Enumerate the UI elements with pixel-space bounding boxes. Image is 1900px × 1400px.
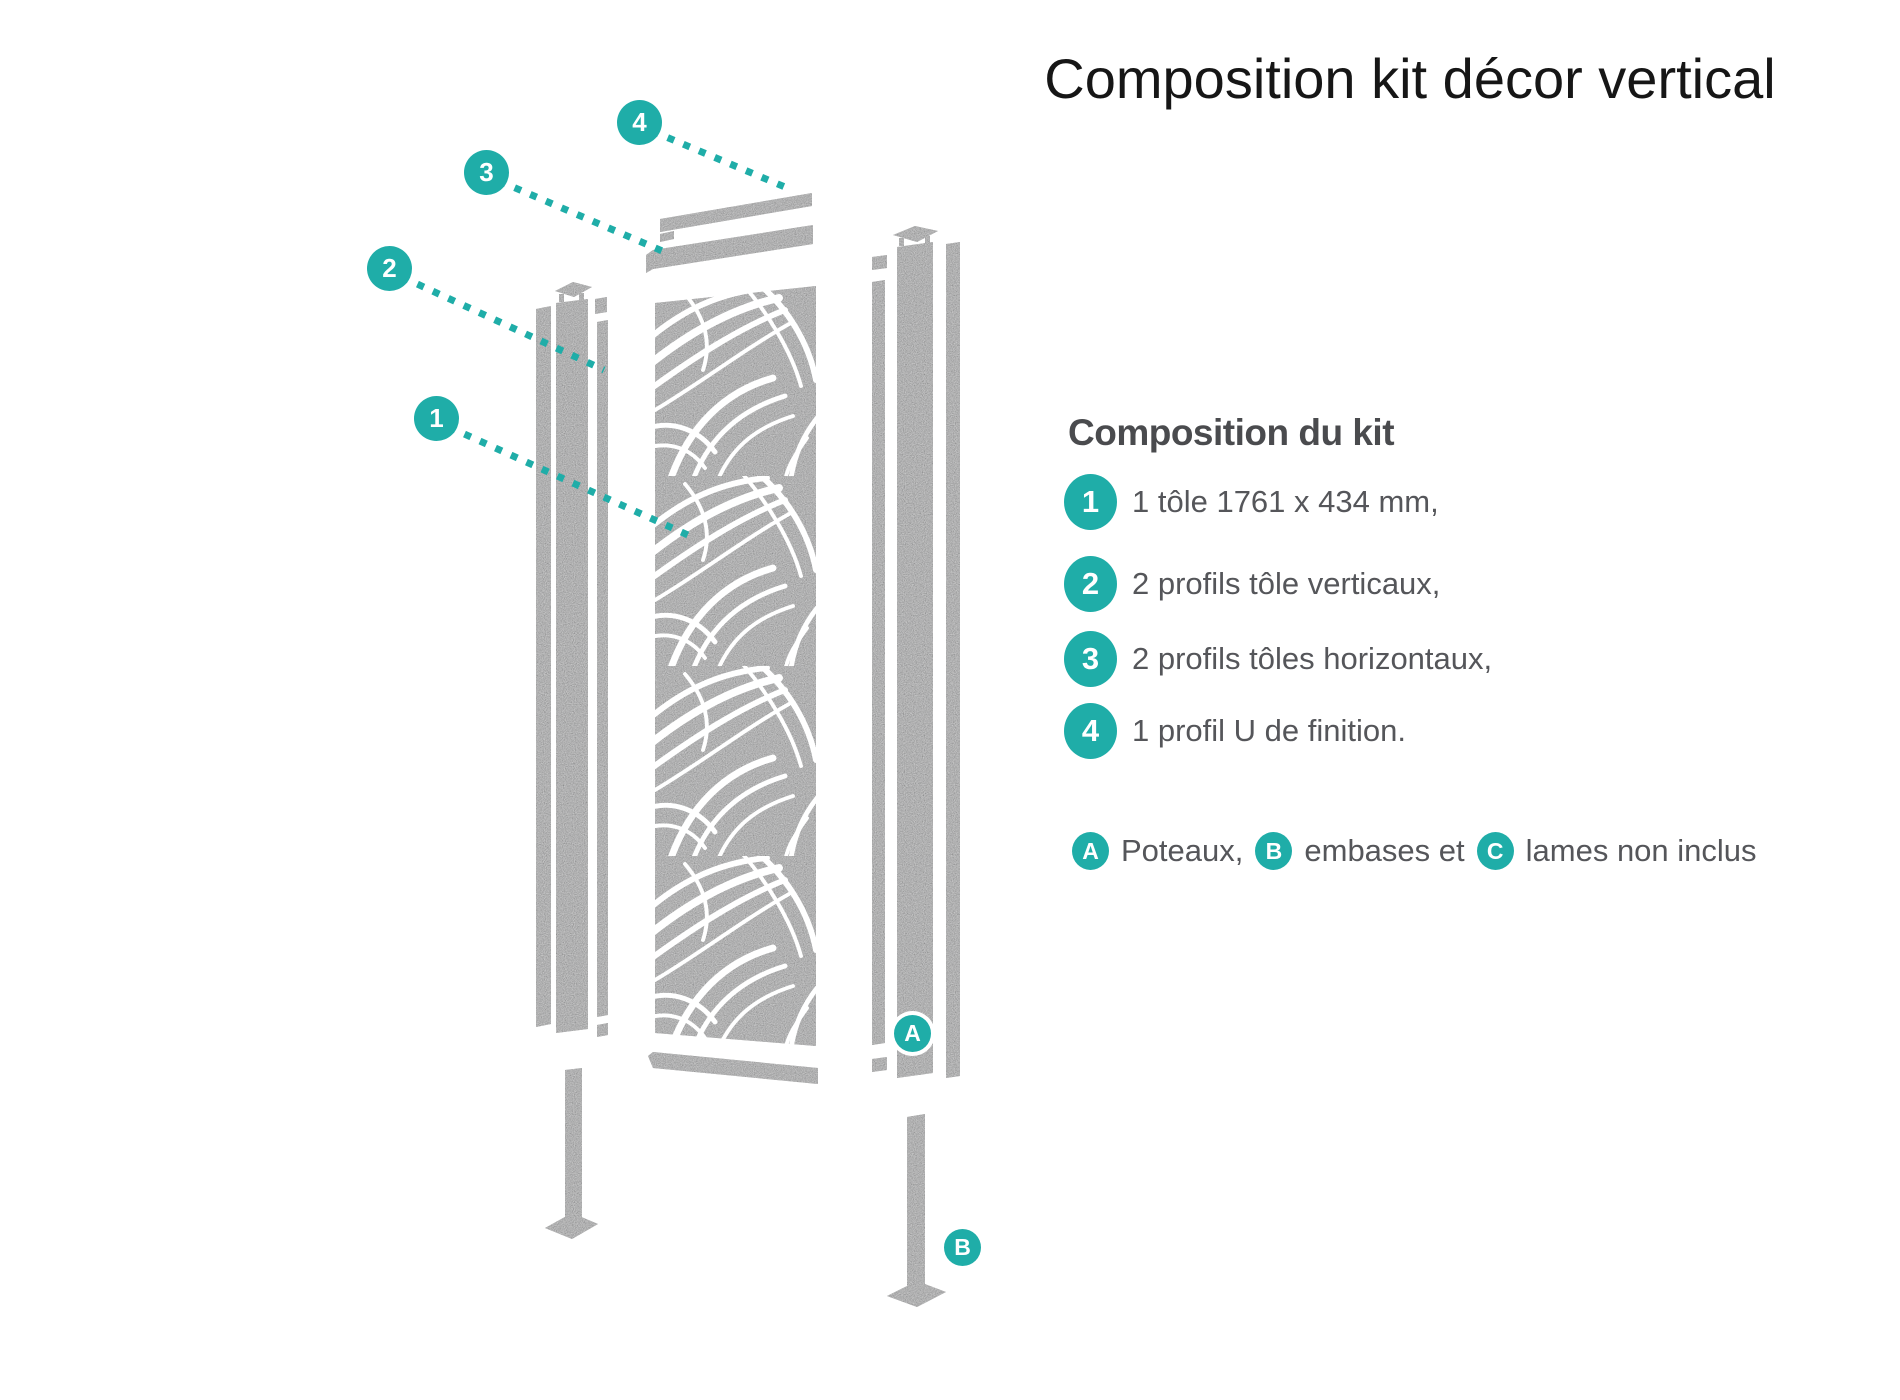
callout-2-balloon: 2 [367,246,412,291]
left-post [556,299,588,1033]
legend-label-3: 2 profils tôles horizontaux, [1132,641,1493,676]
exclusion-badge-a: A [1072,832,1109,870]
right-post-cap-foot [899,238,904,246]
callout-b-balloon: B [944,1229,981,1266]
legend-badge-2: 2 [1064,556,1117,612]
legend-badge-4: 4 [1064,703,1117,759]
right-vertical-profile-outer [946,242,960,1078]
callout-1-balloon: 1 [414,396,459,441]
right-post-cap-foot [925,236,930,244]
exclusion-badge-b: B [1255,832,1293,870]
left-vertical-profile [597,320,608,1017]
callout-a-balloon: A [894,1015,931,1052]
left-base-post [565,1068,582,1224]
right-vertical-profile-clip-bottom [872,1057,887,1072]
left-base-plate [545,1213,598,1239]
horizontal-profile-bottom [648,1052,818,1084]
exclusion-badge-c: C [1476,832,1514,870]
legend-item-4: 4 1 profil U de finition. [1064,703,1406,759]
legend-label-2: 2 profils tôle verticaux, [1132,566,1441,601]
legend-badge-1: 1 [1064,474,1117,530]
legend-item-2: 2 2 profils tôle verticaux, [1064,556,1440,612]
decor-sheet-panel [655,286,816,1046]
left-vertical-profile-outer [536,306,551,1027]
finishing-u-profile [660,193,812,232]
finishing-u-profile-lip [660,231,674,242]
right-base-plate [887,1281,946,1307]
left-vertical-profile-clip-top [595,297,607,314]
exclusion-label-a: Poteaux, [1121,833,1244,868]
right-vertical-profile [872,280,885,1045]
right-vertical-profile-clip-top [872,255,887,270]
horizontal-profile-top [646,225,813,273]
right-post-cap [893,226,938,242]
legend-label-4: 1 profil U de finition. [1132,713,1406,748]
exclusion-label-b: embases et [1304,833,1465,868]
callout-3-balloon: 3 [464,150,509,195]
legend-heading: Composition du kit [1068,412,1395,453]
leader-line-4 [650,127,794,194]
legend-label-1: 1 tôle 1761 x 434 mm, [1132,484,1439,519]
left-post-cap-foot [579,293,584,301]
exclusion-label-c: lames non inclus [1525,833,1757,868]
left-post-cap-foot [559,294,564,302]
left-vertical-profile-clip-bottom [597,1023,608,1037]
page-title: Composition kit décor vertical [1044,47,1776,110]
legend-badge-3: 3 [1064,631,1117,687]
leader-line-2 [400,273,606,374]
legend-item-3: 3 2 profils tôles horizontaux, [1064,631,1492,687]
leader-line-3 [497,177,669,257]
left-post-cap [555,282,592,297]
exclusion-note: A Poteaux, B embases et C lames non incl… [1072,832,1757,870]
callout-4-balloon: 4 [617,100,662,145]
right-post [897,242,933,1078]
legend-item-1: 1 1 tôle 1761 x 434 mm, [1064,474,1439,530]
right-base-post [907,1114,925,1294]
